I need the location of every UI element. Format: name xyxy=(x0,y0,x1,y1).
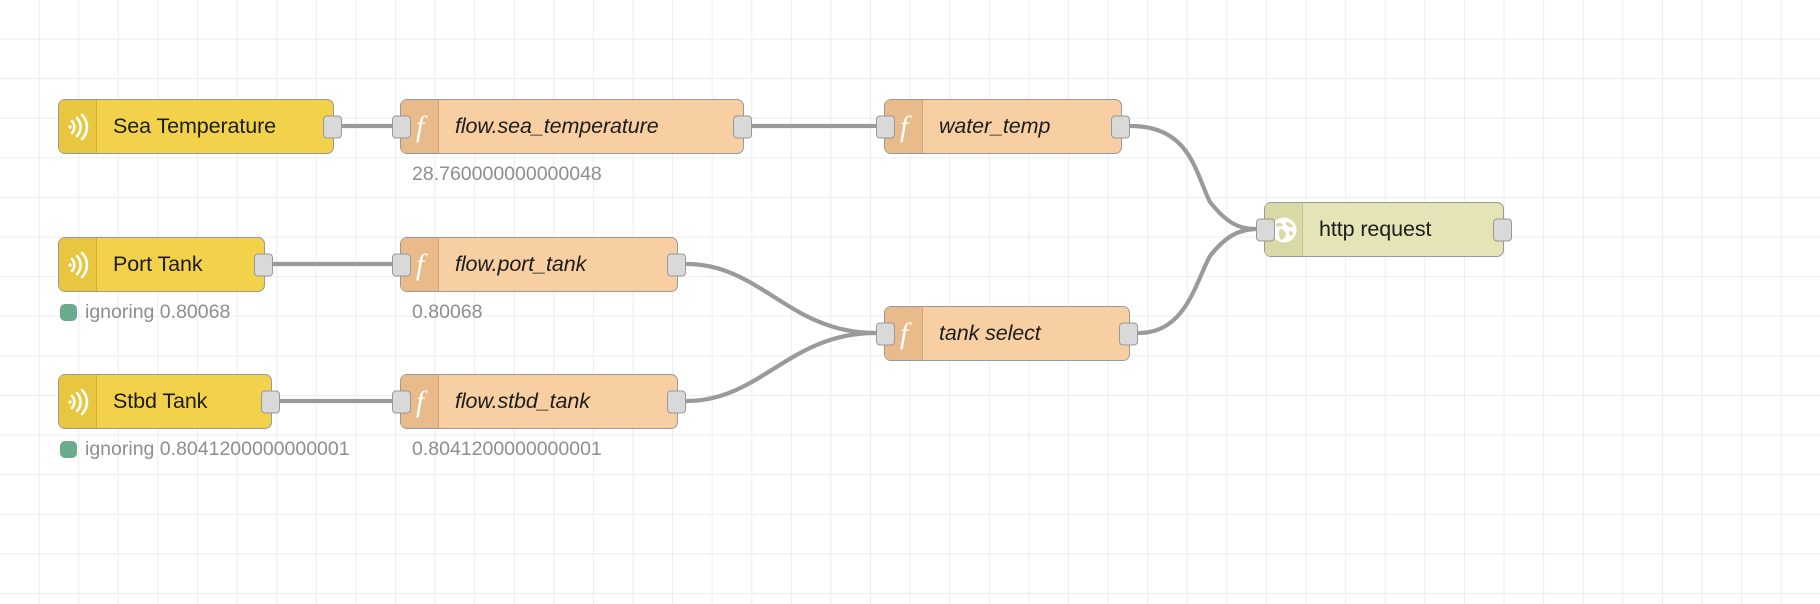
globe-icon xyxy=(1271,217,1297,242)
svg-text:f: f xyxy=(416,385,428,418)
node-sea-temperature[interactable]: Sea Temperature xyxy=(58,99,342,154)
output-port-flow-stbd-tank[interactable] xyxy=(667,390,686,413)
node-flow-sea-temperature[interactable]: f flow.sea_temperature xyxy=(392,99,752,154)
output-port-flow-sea-temperature[interactable] xyxy=(733,115,752,138)
function-f-icon: f xyxy=(416,110,428,143)
node-label-tank-select: tank select xyxy=(939,321,1041,345)
wire-water-temp-to-http-request[interactable] xyxy=(1128,123,1258,232)
input-port-tank-select[interactable] xyxy=(876,322,895,345)
input-port-flow-port-tank[interactable] xyxy=(392,253,411,276)
status-stbd-tank: ignoring 0.8041200000000001 xyxy=(60,438,350,460)
node-label-flow-stbd-tank: flow.stbd_tank xyxy=(455,389,590,413)
signal-wave-icon xyxy=(68,113,89,140)
svg-text:f: f xyxy=(416,248,428,281)
status-text-stbd-tank: ignoring 0.8041200000000001 xyxy=(85,438,350,460)
node-http-request[interactable]: http request xyxy=(1256,202,1512,257)
node-label-flow-sea-temperature: flow.sea_temperature xyxy=(455,114,659,138)
function-f-icon: f xyxy=(416,385,428,418)
status-text-flow-stbd-tank: 0.8041200000000001 xyxy=(412,438,602,460)
output-port-http-request[interactable] xyxy=(1493,218,1512,241)
node-label-sea-temperature: Sea Temperature xyxy=(113,114,277,138)
function-f-icon: f xyxy=(416,248,428,281)
node-label-flow-port-tank: flow.port_tank xyxy=(455,252,587,276)
status-flow-sea-temperature: 28.760000000000048 xyxy=(412,163,602,185)
signal-wave-icon-cell xyxy=(59,238,97,291)
wire-tank-select-to-http-request[interactable] xyxy=(1136,226,1258,336)
node-port-tank[interactable]: Port Tank xyxy=(58,237,273,292)
status-flow-stbd-tank: 0.8041200000000001 xyxy=(412,438,602,460)
node-label-port-tank: Port Tank xyxy=(113,252,203,276)
signal-wave-icon xyxy=(68,388,89,415)
signal-wave-icon-cell xyxy=(59,375,97,428)
status-port-tank: ignoring 0.80068 xyxy=(60,301,231,323)
function-f-icon: f xyxy=(900,110,912,143)
output-port-water-temp[interactable] xyxy=(1111,115,1130,138)
input-port-water-temp[interactable] xyxy=(876,115,895,138)
status-text-port-tank: ignoring 0.80068 xyxy=(85,301,231,323)
input-port-flow-stbd-tank[interactable] xyxy=(392,390,411,413)
wire-flow-stbd-tank-to-tank-select[interactable] xyxy=(684,330,878,404)
signal-wave-icon xyxy=(68,251,89,278)
input-port-http-request[interactable] xyxy=(1256,218,1275,241)
node-label-water-temp: water_temp xyxy=(939,114,1051,138)
output-port-port-tank[interactable] xyxy=(254,253,273,276)
node-label-http-request: http request xyxy=(1319,217,1432,241)
output-port-stbd-tank[interactable] xyxy=(261,390,280,413)
svg-text:f: f xyxy=(900,110,912,143)
node-water-temp[interactable]: f water_temp xyxy=(876,99,1130,154)
output-port-sea-temperature[interactable] xyxy=(323,115,342,138)
function-f-icon: f xyxy=(900,317,912,350)
node-flow-stbd-tank[interactable]: f flow.stbd_tank xyxy=(392,374,686,429)
status-dot-icon-port-tank xyxy=(60,304,77,322)
input-port-flow-sea-temperature[interactable] xyxy=(392,115,411,138)
node-flow-port-tank[interactable]: f flow.port_tank xyxy=(392,237,686,292)
node-tank-select[interactable]: f tank select xyxy=(876,306,1138,361)
node-label-stbd-tank: Stbd Tank xyxy=(113,389,208,413)
status-dot-icon-stbd-tank xyxy=(60,441,77,459)
svg-text:f: f xyxy=(900,317,912,350)
signal-wave-icon-cell xyxy=(59,100,97,153)
status-text-flow-sea-temperature: 28.760000000000048 xyxy=(412,163,602,185)
output-port-flow-port-tank[interactable] xyxy=(667,253,686,276)
status-text-flow-port-tank: 0.80068 xyxy=(412,301,483,323)
status-flow-port-tank: 0.80068 xyxy=(412,301,483,323)
wire-flow-port-tank-to-tank-select[interactable] xyxy=(684,261,878,336)
svg-text:f: f xyxy=(416,110,428,143)
node-stbd-tank[interactable]: Stbd Tank xyxy=(58,374,280,429)
output-port-tank-select[interactable] xyxy=(1119,322,1138,345)
